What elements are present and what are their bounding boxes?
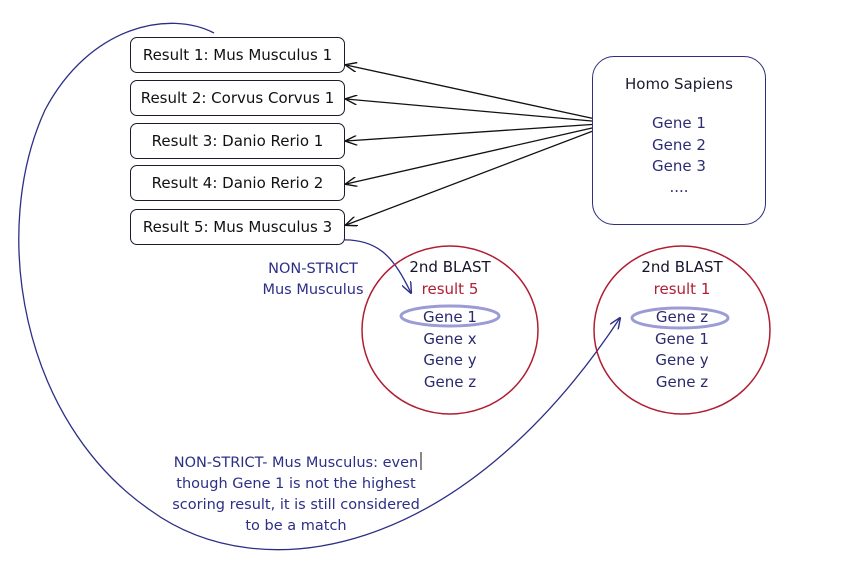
nonstrict-short-line-2: Mus Musculus: [262, 282, 364, 298]
nonstrict-long-line-4: to be a match: [245, 518, 347, 534]
blast-right-genez-highlight: [630, 306, 730, 330]
nonstrict-long-line-1: NON-STRICT- Mus Musculus: even: [173, 455, 419, 471]
blast-right-gene-4: Gene z: [655, 373, 709, 391]
blast-left-gene-1: Gene 1: [423, 308, 477, 326]
query-gene-1: Gene 1: [652, 114, 706, 132]
result-box-4: Result 4: Danio Rerio 2: [130, 165, 345, 201]
blast-left-gene-4: Gene z: [423, 373, 477, 391]
nonstrict-long-label: NON-STRICT- Mus Musculus: even though Ge…: [160, 453, 432, 537]
nonstrict-long-line-2: though Gene 1 is not the highest: [176, 476, 416, 492]
nonstrict-short-curve: [339, 239, 411, 293]
blast-left-circle: [361, 245, 539, 415]
query-gene-3: Gene 3: [652, 157, 706, 175]
query-box: Homo Sapiens Gene 1 Gene 2 Gene 3 ....: [592, 56, 766, 225]
arrow-to-result-3: [346, 122, 615, 141]
arrow-to-result-4: [346, 122, 615, 184]
blast-right-gene-3: Gene y: [655, 351, 709, 369]
arrow-to-result-1: [346, 65, 615, 124]
blast-right-title: 2nd BLAST: [641, 258, 723, 276]
blast-right-circle: [593, 245, 771, 415]
blast-left-gene-3: Gene y: [423, 351, 477, 369]
query-gene-more: ....: [669, 178, 689, 196]
arrow-to-result-5: [346, 122, 615, 225]
arrow-to-result-2: [346, 99, 615, 124]
blast-right-result: result 1: [653, 280, 711, 298]
nonstrict-long-line-3: scoring result, it is still considered: [172, 497, 420, 513]
query-title: Homo Sapiens: [625, 75, 733, 93]
nonstrict-long-curve: [18, 22, 620, 551]
blast-left-gene-2: Gene x: [423, 330, 477, 348]
nonstrict-short-label: NON-STRICT Mus Musculus: [248, 259, 378, 301]
result-box-2: Result 2: Corvus Corvus 1: [130, 80, 345, 116]
blast-left-gene1-highlight: [399, 304, 501, 328]
result-box-5: Result 5: Mus Musculus 3: [130, 209, 345, 245]
blast-right-gene-2: Gene 1: [655, 330, 709, 348]
blast-right-gene-1: Gene z: [655, 308, 709, 326]
query-gene-2: Gene 2: [652, 136, 706, 154]
nonstrict-short-line-1: NON-STRICT: [268, 261, 358, 277]
blast-left-title: 2nd BLAST: [409, 258, 491, 276]
blast-left-result: result 5: [421, 280, 479, 298]
result-box-3: Result 3: Danio Rerio 1: [130, 123, 345, 159]
result-box-1: Result 1: Mus Musculus 1: [130, 37, 345, 73]
